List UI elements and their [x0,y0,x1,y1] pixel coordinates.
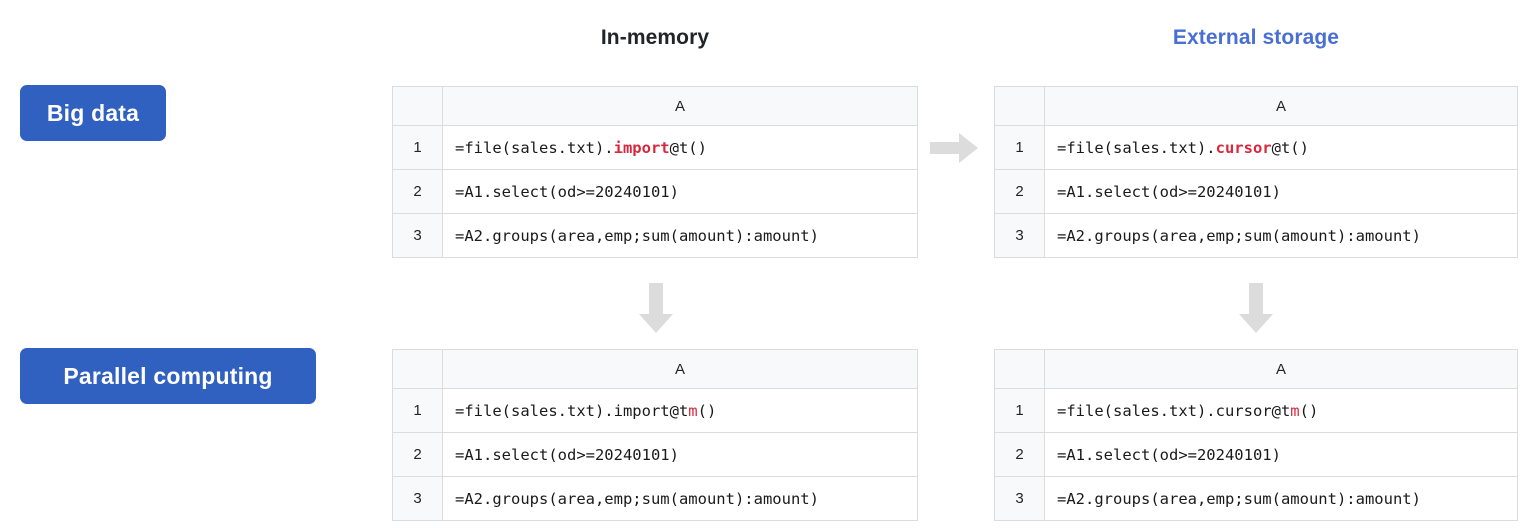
formula-keyword: cursor [1215,138,1272,157]
sheet-formula-cell[interactable]: =A1.select(od>=20240101) [1044,432,1518,477]
row-badge-parallel-computing: Parallel computing [20,348,316,404]
sheet-row-number[interactable]: 1 [392,388,443,433]
sheet-row-number[interactable]: 1 [994,388,1045,433]
sheet-row: 2 =A1.select(od>=20240101) [994,432,1518,477]
sheet-row-number[interactable]: 3 [392,476,443,521]
sheet-row: 3 =A2.groups(area,emp;sum(amount):amount) [392,476,918,521]
sheet-formula-cell[interactable]: =A1.select(od>=20240101) [442,432,918,477]
formula-keyword: import [613,138,670,157]
sheet-corner-cell[interactable] [392,86,443,126]
sheet-formula-cell[interactable]: =file(sales.txt).import@tm() [442,388,918,433]
sheet-formula-cell[interactable]: =A1.select(od>=20240101) [442,169,918,214]
sheet-row-number[interactable]: 2 [994,169,1045,214]
formula-text: =A1.select(od>=20240101) [1057,182,1281,201]
arrow-right-icon-big-data [930,133,978,163]
sheet-formula-cell[interactable]: =file(sales.txt).cursor@tm() [1044,388,1518,433]
sheet-row-number[interactable]: 2 [392,169,443,214]
sheet-row: 3 =A2.groups(area,emp;sum(amount):amount) [994,476,1518,521]
sheet-row-number[interactable]: 1 [994,125,1045,170]
formula-text-tail: @t() [669,138,707,157]
sheet-row: 3 =A2.groups(area,emp;sum(amount):amount) [392,213,918,258]
formula-text: =file(sales.txt). [455,138,614,157]
arrow-down-icon-external-storage [1239,283,1273,333]
sheet-corner-cell[interactable] [392,349,443,389]
row-badge-big-data: Big data [20,85,166,141]
sheet-row: 1=file(sales.txt).import@t() [392,125,918,170]
sheet-column-header-a[interactable]: A [1044,349,1518,389]
formula-text: =A2.groups(area,emp;sum(amount):amount) [455,226,819,245]
sheet-formula-cell[interactable]: =file(sales.txt).import@t() [442,125,918,170]
sheet-row: 2 =A1.select(od>=20240101) [392,169,918,214]
formula-text: =file(sales.txt). [1057,138,1216,157]
sheet-row: 2 =A1.select(od>=20240101) [994,169,1518,214]
sheet-row-number[interactable]: 1 [392,125,443,170]
formula-text: =A1.select(od>=20240101) [455,445,679,464]
sheet-row-number[interactable]: 3 [994,476,1045,521]
sheet-row-number[interactable]: 3 [994,213,1045,258]
formula-text-tail: () [1299,401,1319,420]
formula-keyword: m [1290,401,1300,420]
sheet-row-number[interactable]: 2 [392,432,443,477]
sheet-row: 2 =A1.select(od>=20240101) [392,432,918,477]
sheet-formula-cell[interactable]: =A2.groups(area,emp;sum(amount):amount) [1044,476,1518,521]
arrow-down-icon-in-memory [639,283,673,333]
formula-keyword: m [688,401,698,420]
sheet-column-header-a[interactable]: A [1044,86,1518,126]
column-header-external-storage: External storage [1172,26,1340,49]
sheet-row: 1=file(sales.txt).cursor@tm() [994,388,1518,433]
column-header-in-memory: In-memory [600,26,710,49]
sheet-row-number[interactable]: 3 [392,213,443,258]
formula-text: =A2.groups(area,emp;sum(amount):amount) [1057,226,1421,245]
sheet-column-header-a[interactable]: A [442,349,918,389]
formula-text: =A2.groups(area,emp;sum(amount):amount) [455,489,819,508]
sheet-formula-cell[interactable]: =file(sales.txt).cursor@t() [1044,125,1518,170]
sheet-formula-cell[interactable]: =A2.groups(area,emp;sum(amount):amount) [442,213,918,258]
sheet-row: 1=file(sales.txt).import@tm() [392,388,918,433]
formula-text: =A1.select(od>=20240101) [455,182,679,201]
sheet-column-header-a[interactable]: A [442,86,918,126]
formula-text: =A1.select(od>=20240101) [1057,445,1281,464]
sheet-formula-cell[interactable]: =A2.groups(area,emp;sum(amount):amount) [1044,213,1518,258]
sheet-row: 3 =A2.groups(area,emp;sum(amount):amount) [994,213,1518,258]
formula-text: =file(sales.txt).import@t [455,401,689,420]
sheet-row: 1=file(sales.txt).cursor@t() [994,125,1518,170]
sheet-corner-cell[interactable] [994,349,1045,389]
formula-text: =file(sales.txt).cursor@t [1057,401,1291,420]
sheet-row-number[interactable]: 2 [994,432,1045,477]
sheet-corner-cell[interactable] [994,86,1045,126]
formula-text-tail: @t() [1271,138,1309,157]
formula-text-tail: () [697,401,717,420]
sheet-formula-cell[interactable]: =A2.groups(area,emp;sum(amount):amount) [442,476,918,521]
formula-text: =A2.groups(area,emp;sum(amount):amount) [1057,489,1421,508]
sheet-formula-cell[interactable]: =A1.select(od>=20240101) [1044,169,1518,214]
